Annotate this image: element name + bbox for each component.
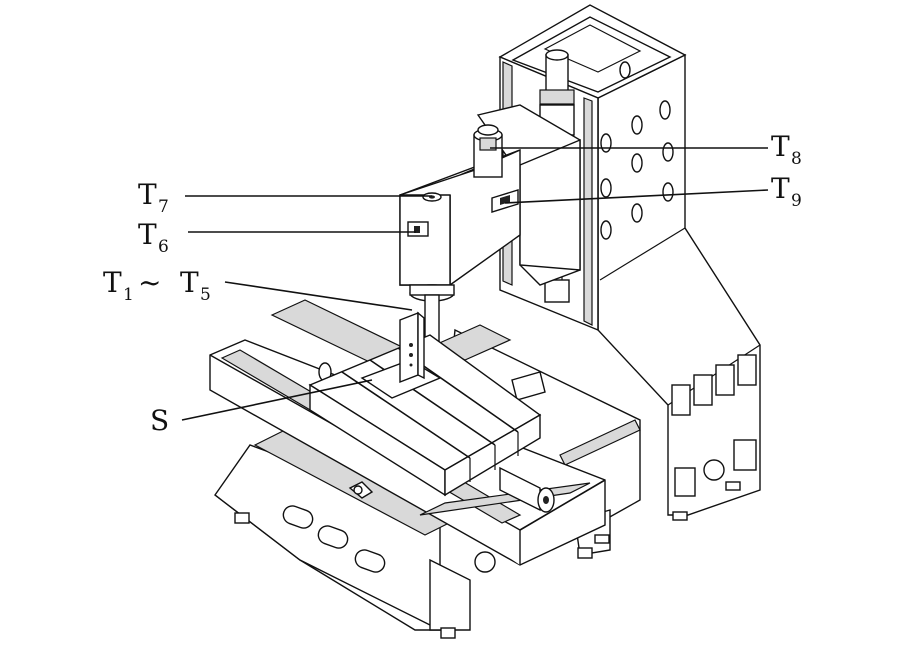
label-t1-t5: T 1 ~ T 5 xyxy=(103,266,211,305)
label-s-main: S xyxy=(150,404,169,437)
label-t9-sub: 9 xyxy=(791,191,802,211)
leader-s xyxy=(181,379,373,421)
label-t9-main: T xyxy=(771,172,790,205)
label-t8-sub: 8 xyxy=(791,149,802,169)
label-t7: T 7 xyxy=(138,178,169,217)
worktable xyxy=(308,334,542,497)
label-t5-sub: 5 xyxy=(200,285,211,305)
label-t8: T 8 xyxy=(771,130,802,169)
x-axis-motor xyxy=(318,362,555,513)
label-tilde: ~ xyxy=(138,266,161,299)
label-t6: T 6 xyxy=(138,218,169,257)
spindle-headstock xyxy=(399,104,581,346)
leader-lines xyxy=(181,147,769,421)
label-t6-sub: 6 xyxy=(158,237,169,257)
label-t6-main: T xyxy=(138,218,157,251)
label-t1-main: T xyxy=(103,266,122,299)
label-s: S xyxy=(150,404,169,437)
leader-t1-t5 xyxy=(224,281,413,311)
label-t9: T 9 xyxy=(771,172,802,211)
label-t1-sub: 1 xyxy=(123,285,134,305)
label-t7-sub: 7 xyxy=(158,197,169,217)
label-t5-main: T xyxy=(180,266,199,299)
label-t8-main: T xyxy=(771,130,790,163)
sensor-fixture xyxy=(360,311,442,399)
leader-t9 xyxy=(504,189,769,204)
label-t7-main: T xyxy=(138,178,157,211)
